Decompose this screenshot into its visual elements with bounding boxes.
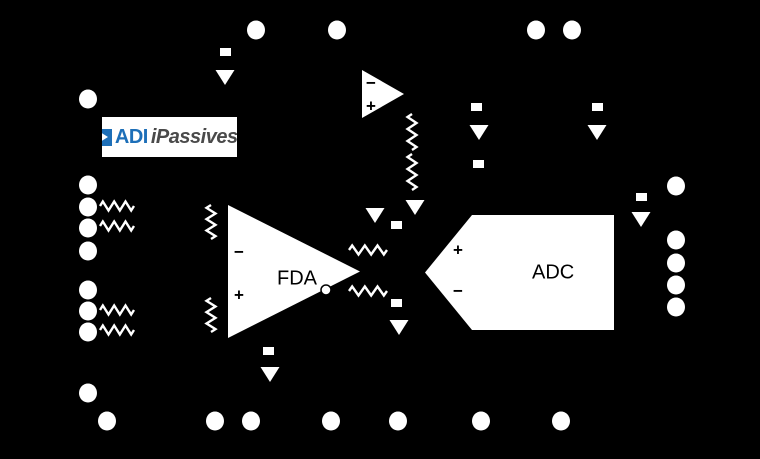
ground-bias-left-icon (469, 125, 489, 140)
ground-opamp-icon (405, 200, 425, 215)
terminal-left-2[interactable] (79, 175, 97, 195)
resistor-left-lower (98, 323, 136, 337)
block-fda-shape[interactable] (228, 205, 360, 338)
ground-right-icon (631, 212, 651, 227)
block-fda-label: FDA (277, 267, 318, 289)
logo-text-ipassives-word: iPassives (150, 126, 237, 148)
cap-pad-bias-left-lower (473, 160, 484, 168)
terminal-top-4[interactable] (563, 20, 581, 40)
cap-pad-bias-right (592, 103, 603, 111)
opamp-input-plus-label: + (366, 96, 376, 115)
cap-pad-fda-bottom (263, 347, 274, 355)
fda-output-dot[interactable] (320, 284, 332, 296)
block-opamp-shape[interactable] (362, 70, 404, 118)
ground-filter-bottom-icon (389, 320, 409, 335)
logo-text-ipassives: iPassives™ (151, 127, 237, 147)
adi-play-mark-icon (102, 128, 112, 146)
resistor-left-upper (98, 199, 136, 213)
logo-text-adi: ADI (114, 126, 148, 148)
terminal-right-5[interactable] (667, 297, 685, 317)
logo-adi-ipassives: ADI iPassives™ (102, 117, 237, 157)
ground-top-left-icon (215, 70, 235, 85)
adc-input-minus-label: − (453, 281, 463, 300)
opamp-input-minus-label: − (366, 73, 376, 92)
fda-input-plus-label: + (234, 285, 244, 304)
ground-bias-right-icon (587, 125, 607, 140)
terminal-bottom-6[interactable] (472, 411, 490, 431)
resistor-filter-bottom (348, 284, 388, 298)
block-adc-shape[interactable] (425, 215, 614, 330)
ground-filter-top-icon (365, 208, 385, 223)
block-adc-label: ADC (532, 261, 574, 283)
terminal-bottom-5[interactable] (389, 411, 407, 431)
resistor-opamp-upper (405, 113, 419, 151)
resistor-left-lower-upper (98, 303, 136, 317)
terminal-top-1[interactable] (247, 20, 265, 40)
terminal-right-3[interactable] (667, 253, 685, 273)
terminal-left-5[interactable] (79, 241, 97, 261)
terminal-left-7[interactable] (79, 301, 97, 321)
terminal-left-4[interactable] (79, 218, 97, 238)
ground-fda-bottom-icon (260, 367, 280, 382)
terminal-bottom-1[interactable] (98, 411, 116, 431)
terminal-left-1[interactable] (79, 89, 97, 109)
terminal-right-4[interactable] (667, 275, 685, 295)
terminal-top-3[interactable] (527, 20, 545, 40)
resistor-fda-feedback-bottom (204, 296, 218, 334)
cap-pad-bias-left-upper (471, 103, 482, 111)
fda-input-minus-label: − (234, 242, 244, 261)
adc-input-plus-label: + (453, 240, 463, 259)
terminal-bottom-3[interactable] (242, 411, 260, 431)
terminal-top-2[interactable] (328, 20, 346, 40)
cap-pad-right (636, 193, 647, 201)
resistor-fda-feedback-top (204, 203, 218, 241)
resistor-left-mid (98, 219, 136, 233)
terminal-bottom-7[interactable] (552, 411, 570, 431)
terminal-left-8[interactable] (79, 322, 97, 342)
terminal-left-3[interactable] (79, 197, 97, 217)
terminal-right-1[interactable] (667, 176, 685, 196)
terminal-bottom-4[interactable] (322, 411, 340, 431)
resistor-filter-top (348, 243, 388, 257)
cap-pad-top-left (220, 48, 231, 56)
terminal-left-9[interactable] (79, 383, 97, 403)
terminal-right-2[interactable] (667, 230, 685, 250)
terminal-left-6[interactable] (79, 280, 97, 300)
terminal-bottom-2[interactable] (206, 411, 224, 431)
cap-pad-filter-top (391, 221, 402, 229)
resistor-opamp-lower (405, 153, 419, 191)
cap-pad-filter-bottom (391, 299, 402, 307)
